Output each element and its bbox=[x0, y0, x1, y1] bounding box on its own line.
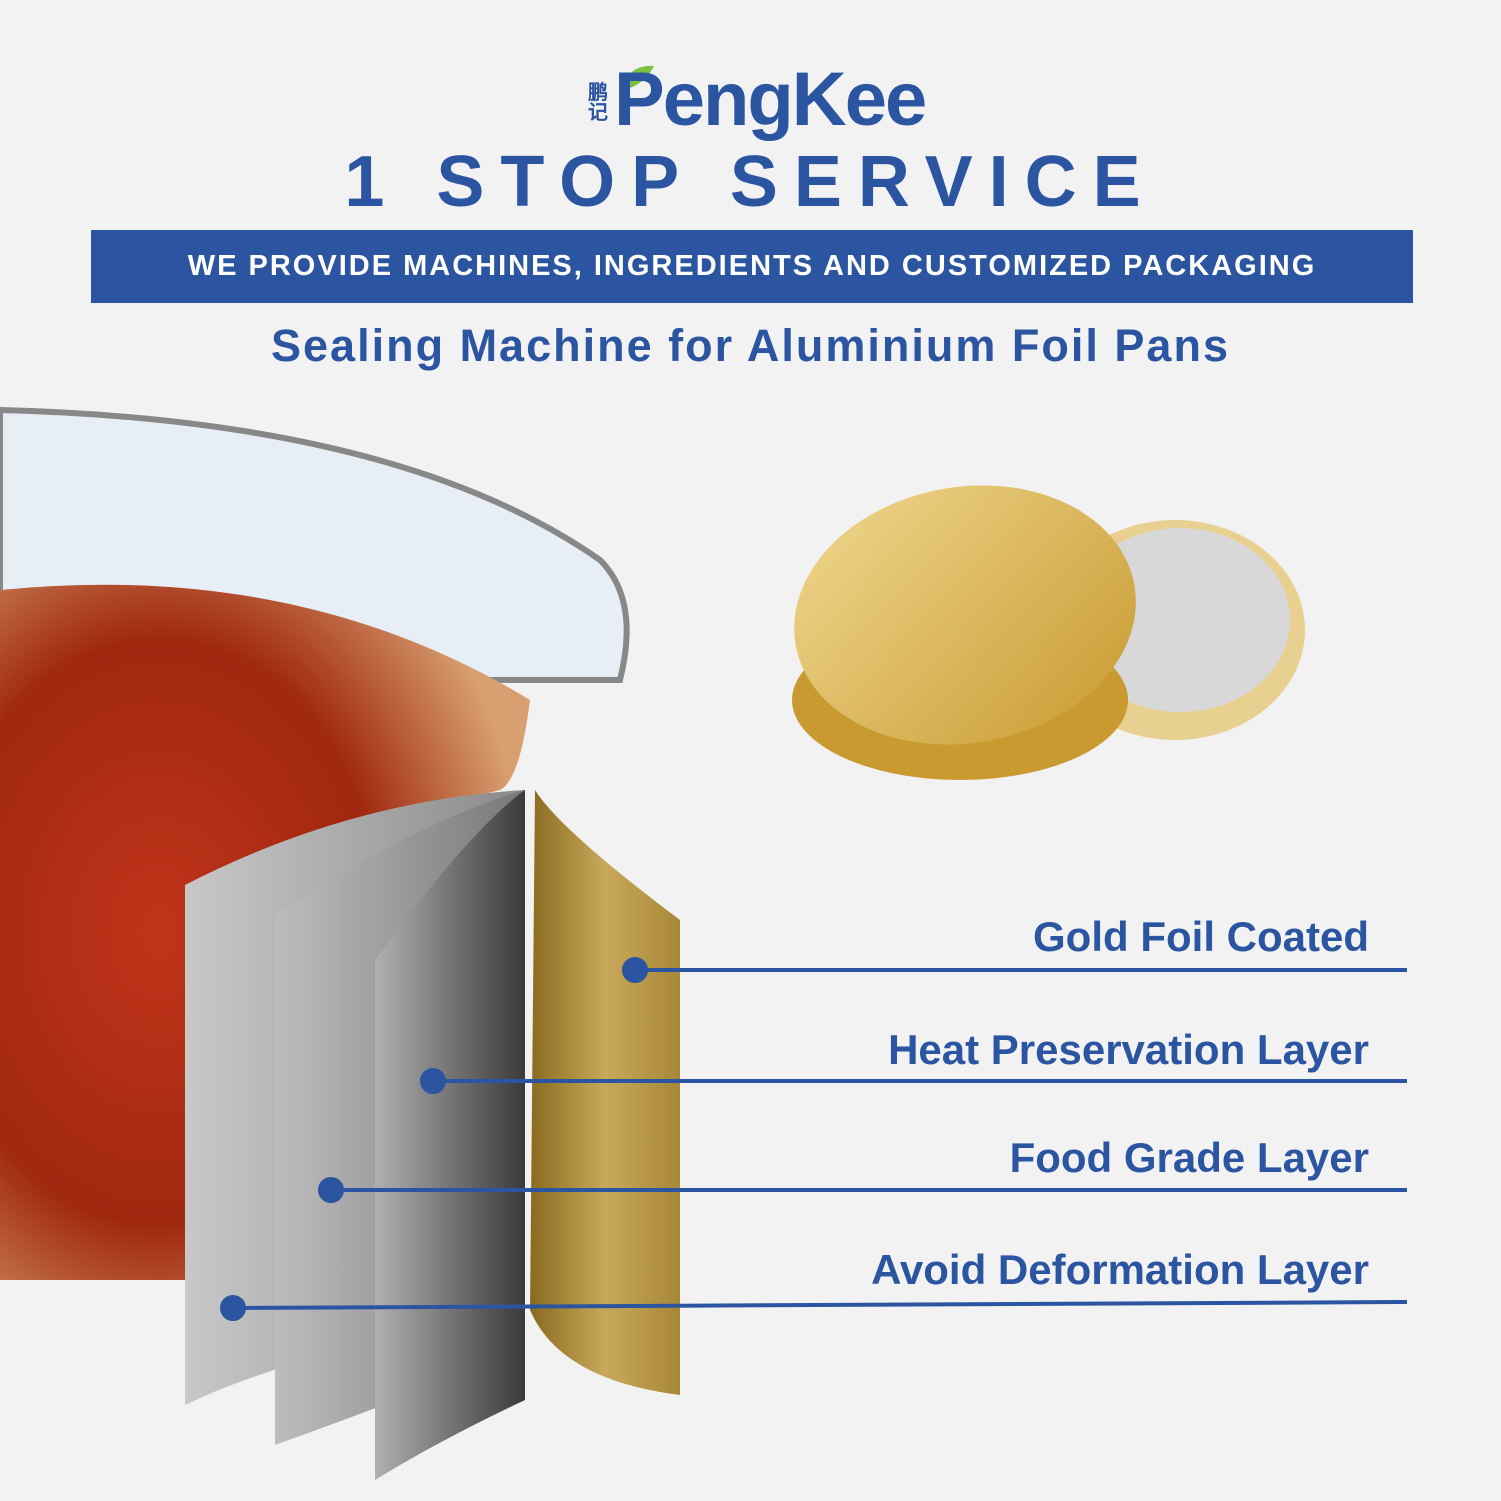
layer-label-heat-preservation: Heat Preservation Layer bbox=[888, 1026, 1369, 1073]
service-banner: WE PROVIDE MACHINES, INGREDIENTS AND CUS… bbox=[91, 230, 1413, 303]
leaf-icon bbox=[622, 65, 654, 90]
layer-label-avoid-deformation: Avoid Deformation Layer bbox=[871, 1246, 1369, 1293]
brand-logo bbox=[588, 62, 918, 142]
layer-label-gold-foil: Gold Foil Coated bbox=[1033, 913, 1369, 960]
page-subtitle: Sealing Machine for Aluminium Foil Pans bbox=[271, 320, 1230, 371]
brand-chinese-mark: 鹏记 bbox=[588, 80, 608, 124]
page-title: 1 STOP SERVICE bbox=[344, 142, 1157, 222]
product-pans-image bbox=[792, 485, 1305, 780]
brand-name: PengKee bbox=[614, 57, 927, 142]
layer-label-food-grade: Food Grade Layer bbox=[1009, 1134, 1369, 1181]
